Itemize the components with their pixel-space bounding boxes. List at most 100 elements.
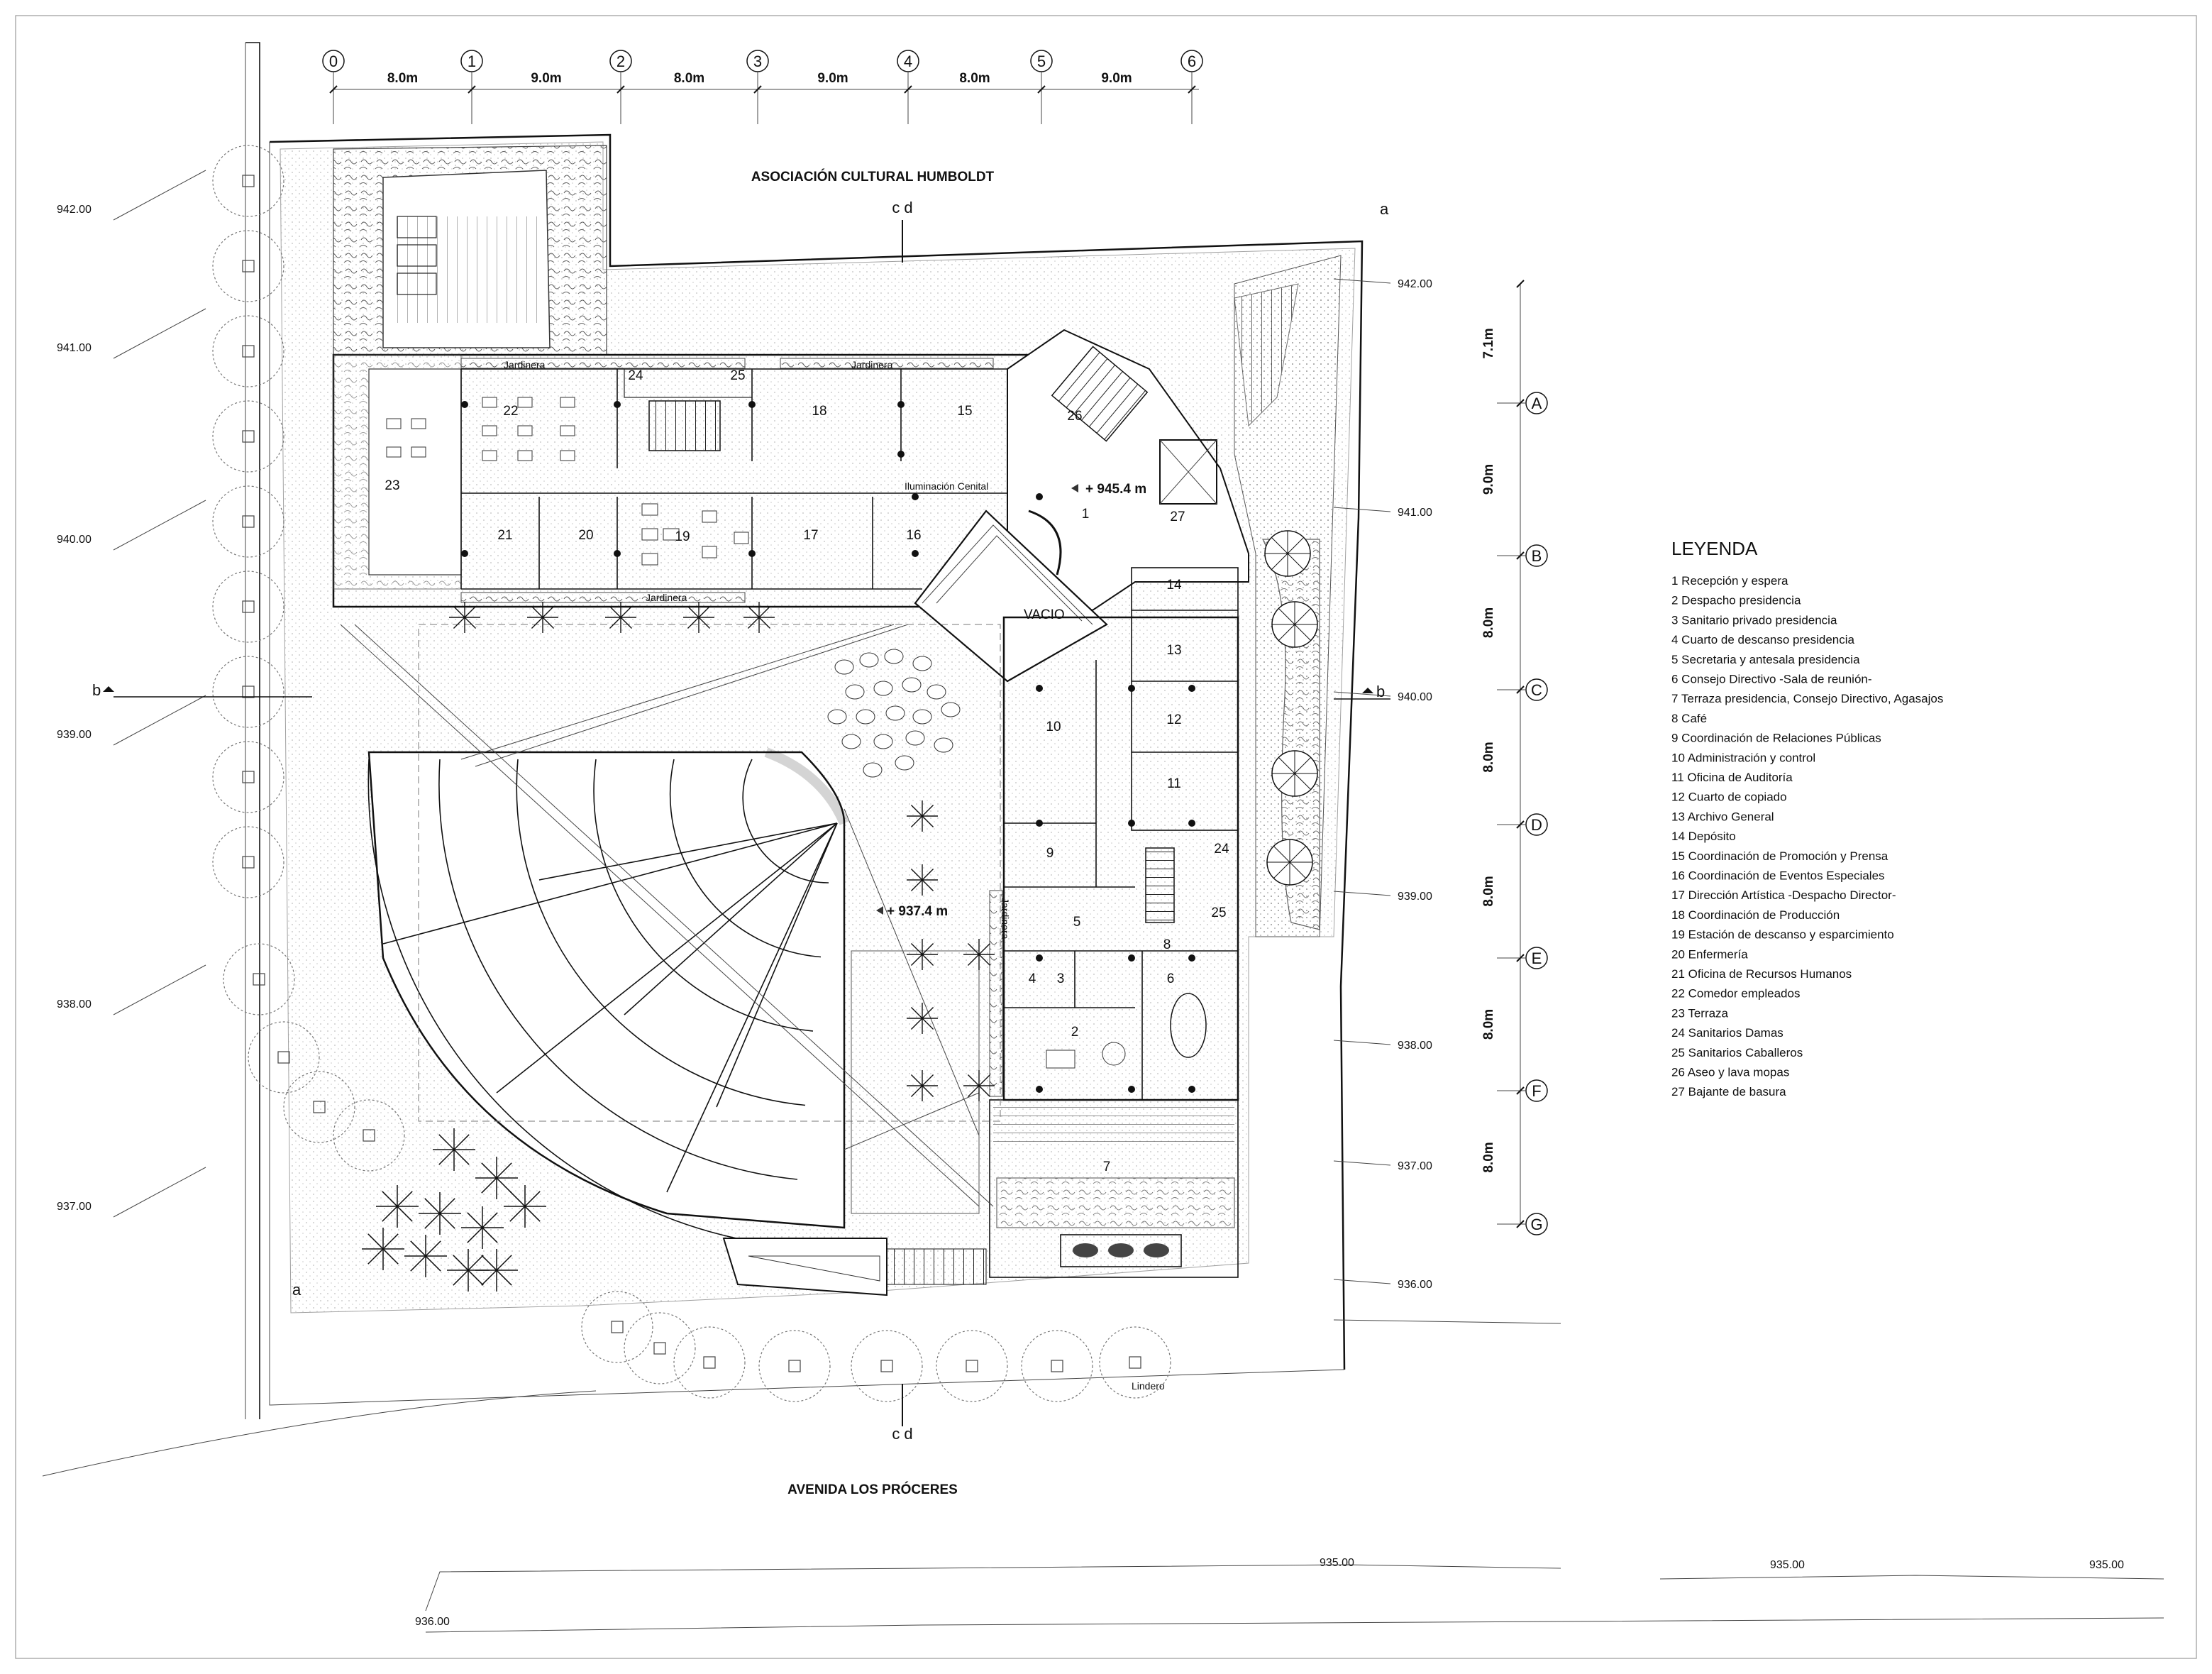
legend-item-5: 5 Secretaria y antesala presidencia	[1671, 653, 1860, 666]
tree	[851, 1330, 923, 1402]
seating-row-2	[593, 759, 814, 1032]
section-cd-bottom: c d	[892, 1384, 913, 1443]
right-wing	[912, 493, 1239, 1101]
contour-left-5: 937.00	[57, 1201, 92, 1213]
grid-row-C: C	[1497, 678, 1548, 701]
row-dim-2: 8.0m	[1481, 607, 1496, 638]
legend-item-13: 13 Archivo General	[1671, 810, 1774, 823]
section-cd-top: c d	[892, 199, 913, 263]
label-jardinera-2: Jardinera	[851, 359, 893, 370]
column-dim-0: 8.0m	[387, 71, 418, 86]
svg-text:1: 1	[468, 53, 476, 70]
room-number-24: 24	[628, 368, 643, 383]
tree	[212, 826, 284, 898]
contour-bottom-0: 935.00	[1320, 1557, 1354, 1569]
aisle-4	[624, 822, 838, 1015]
tree	[673, 1326, 746, 1399]
seating-row-1	[669, 759, 822, 958]
right-slope	[1234, 255, 1342, 937]
contour-right-0: 942.00	[1398, 278, 1432, 290]
tree	[1099, 1326, 1171, 1399]
boulder	[885, 705, 905, 721]
room-number-20: 20	[578, 528, 593, 543]
boulder	[873, 734, 893, 749]
room-number-3: 3	[1057, 971, 1065, 986]
section-a-bottom: a	[292, 1281, 302, 1299]
tree	[212, 485, 284, 558]
room-number-25: 25	[730, 368, 745, 383]
room-number-21: 21	[497, 528, 512, 543]
svg-text:3: 3	[753, 53, 762, 70]
boulder	[905, 730, 925, 746]
svg-text:6: 6	[1188, 53, 1196, 70]
garden-plants	[362, 1128, 546, 1292]
room-number-6: 6	[1167, 971, 1175, 986]
room-number-19: 19	[675, 529, 690, 544]
contour-right-1: 941.00	[1398, 507, 1432, 519]
svg-text:C: C	[1531, 681, 1542, 699]
tree	[212, 315, 284, 387]
column-dim-4: 8.0m	[959, 71, 990, 86]
contour-bottom-1: 935.00	[1770, 1559, 1805, 1571]
contour-left-3: 939.00	[57, 729, 92, 741]
svg-text:0: 0	[329, 53, 338, 70]
contour-right-3: 939.00	[1398, 891, 1432, 903]
street-trees	[212, 145, 1171, 1402]
legend-item-3: 3 Sanitario privado presidencia	[1671, 613, 1837, 627]
svg-text:c d: c d	[892, 1425, 912, 1443]
svg-text:B: B	[1532, 547, 1542, 565]
tree	[212, 656, 284, 728]
column-dim-2: 8.0m	[674, 71, 704, 86]
umbrella-3	[1266, 839, 1313, 886]
room-number-27: 27	[1170, 510, 1185, 524]
section-b-left: b	[92, 681, 101, 699]
seating-row-0	[742, 759, 829, 883]
grid-column-5: 5	[1030, 50, 1053, 124]
row-dim-3: 8.0m	[1481, 742, 1496, 772]
legend-item-8: 8 Café	[1671, 712, 1707, 725]
column-dim-1: 9.0m	[531, 71, 561, 86]
column-dim-3: 9.0m	[817, 71, 848, 86]
legend-item-4: 4 Cuarto de descanso presidencia	[1671, 633, 1855, 646]
contour-right-4: 938.00	[1398, 1040, 1432, 1052]
row-dim-5: 8.0m	[1481, 1009, 1496, 1040]
contour-left-2: 940.00	[57, 534, 92, 546]
room-number-18: 18	[812, 404, 826, 419]
legend-item-15: 15 Coordinación de Promoción y Prensa	[1671, 849, 1889, 863]
grid-column-0: 0	[322, 50, 345, 124]
grid-row-E: E	[1497, 947, 1548, 969]
boulder	[912, 656, 932, 671]
room-number-24b: 24	[1214, 842, 1229, 857]
umbrella-1	[1271, 601, 1318, 648]
seating-row-5	[367, 759, 791, 1248]
label-vacio: VACIO	[1024, 607, 1065, 622]
legend-item-16: 16 Coordinación de Eventos Especiales	[1671, 869, 1885, 883]
label-jardinera-4: Jardinera	[1000, 898, 1011, 940]
contour-left-0: 942.00	[57, 204, 92, 216]
legend-item-7: 7 Terraza presidencia, Consejo Directivo…	[1671, 692, 1943, 705]
aisle-1	[496, 822, 838, 1094]
grid-column-4: 4	[897, 50, 919, 124]
tree	[581, 1291, 653, 1363]
grid-column-1: 1	[460, 50, 483, 124]
seating-row-3	[516, 759, 806, 1106]
drawing-frame	[15, 15, 2197, 1659]
contour-bottom-2: 935.00	[2089, 1559, 2124, 1571]
tree	[248, 1021, 320, 1094]
label-iluminacion: Iluminación Cenital	[905, 480, 988, 492]
umbrella-0	[1264, 530, 1311, 577]
room-number-5: 5	[1073, 915, 1081, 930]
legend-item-20: 20 Enfermería	[1671, 947, 1748, 961]
room-number-13: 13	[1166, 643, 1181, 658]
legend-item-1: 1 Recepción y espera	[1671, 574, 1788, 588]
row-dim-4: 8.0m	[1481, 876, 1496, 906]
label-jardinera-1: Jardinera	[504, 359, 546, 370]
grid-column-2: 2	[609, 50, 632, 124]
room-number-11: 11	[1167, 776, 1181, 791]
grid-row-F: F	[1497, 1079, 1548, 1102]
contour-right-2: 940.00	[1398, 691, 1432, 703]
room-number-25b: 25	[1211, 905, 1226, 920]
